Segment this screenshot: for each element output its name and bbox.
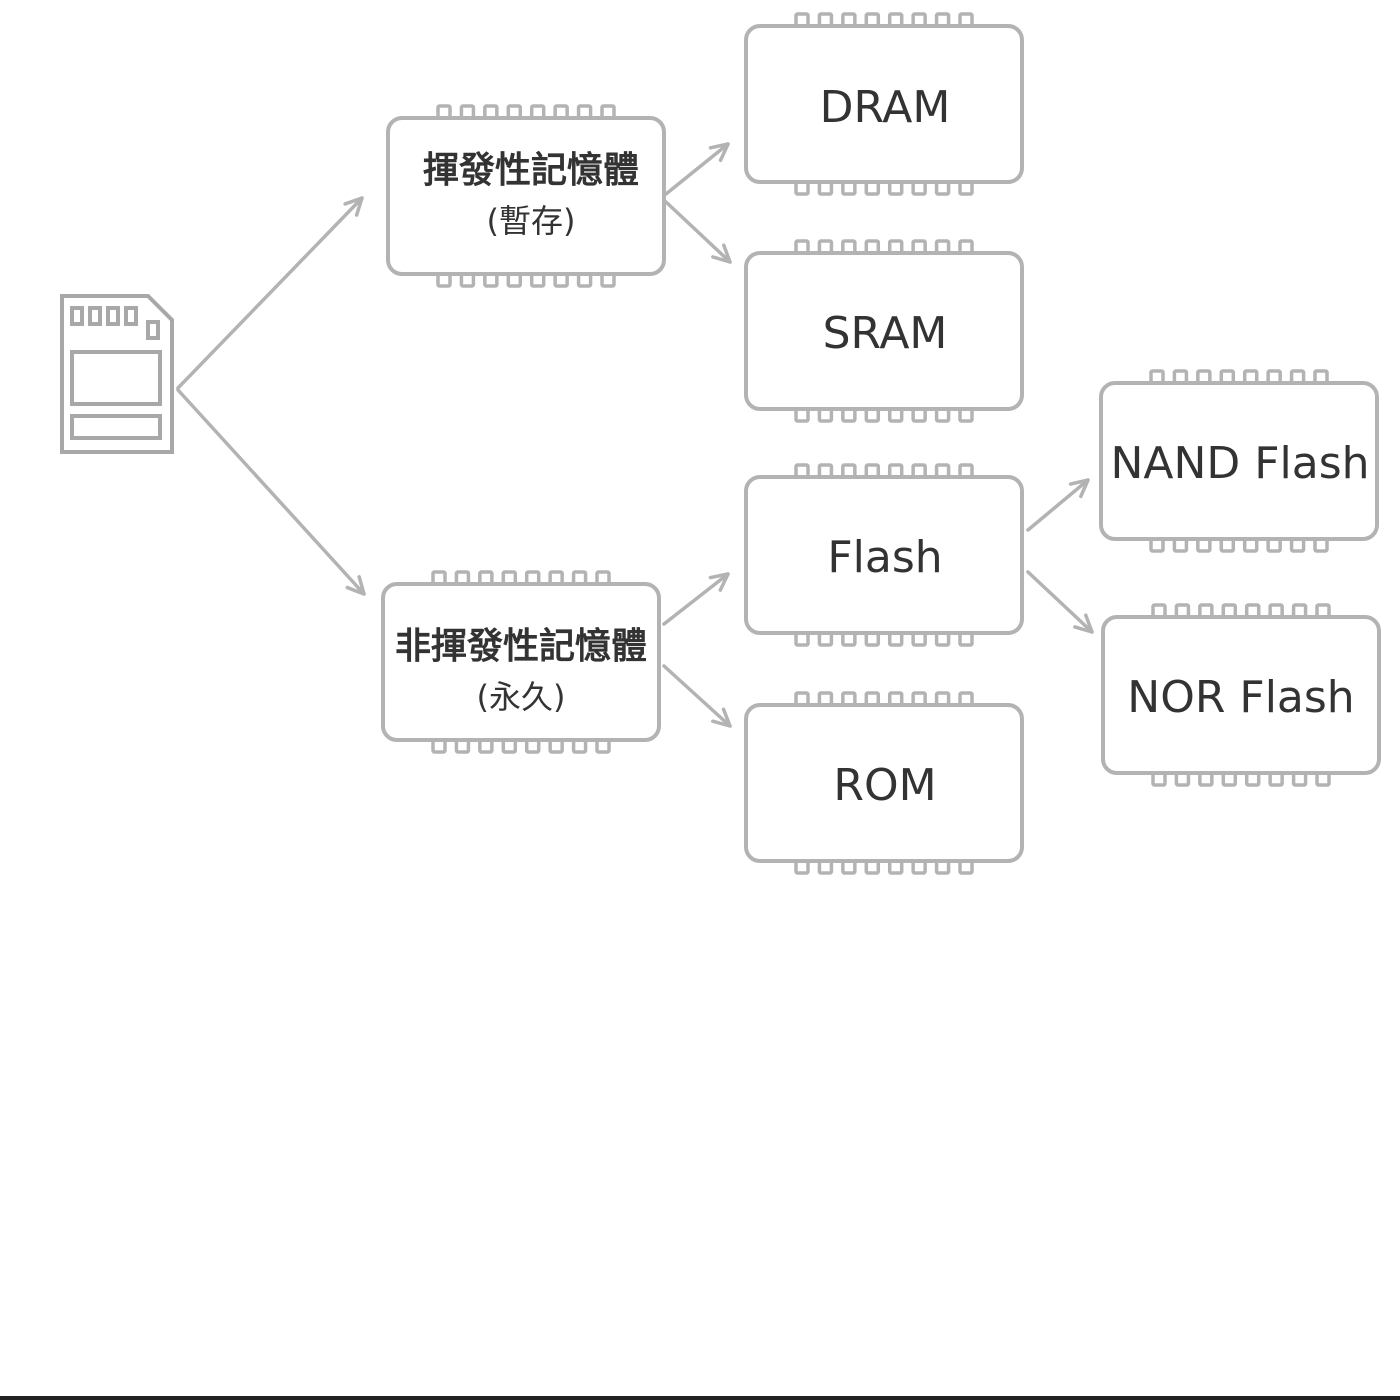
volatile-memory-sublabel: (暫存) (487, 202, 576, 240)
chip-dram: DRAM (744, 12, 1024, 196)
nor-flash-label: NOR Flash (1127, 672, 1354, 723)
edges (176, 142, 1094, 728)
chip-body (1101, 615, 1381, 775)
bottom-border (0, 1396, 1400, 1400)
chip-flash: Flash (744, 463, 1024, 647)
chip-body (386, 116, 666, 276)
edge-nonvolatile-to-flash (662, 572, 730, 626)
nonvolatile-memory-label: 非揮發性記憶體 (395, 626, 647, 667)
nand-flash-label: NAND Flash (1110, 438, 1369, 489)
sram-label: SRAM (823, 308, 948, 359)
edge-root-to-nonvolatile (176, 388, 366, 596)
edge-root-to-volatile (176, 196, 364, 390)
chip-sram: SRAM (744, 239, 1024, 423)
rom-label: ROM (833, 760, 936, 811)
dram-label: DRAM (820, 82, 951, 133)
edge-volatile-to-dram (664, 142, 730, 196)
chip-nor-flash: NOR Flash (1101, 603, 1381, 787)
chip-nand-flash: NAND Flash (1099, 369, 1379, 553)
chip-rom: ROM (744, 691, 1024, 875)
sd-card-icon (60, 294, 174, 454)
nonvolatile-memory-sublabel: (永久) (477, 678, 566, 716)
edge-flash-to-nor (1026, 570, 1094, 634)
chip-body (744, 251, 1024, 411)
chip-body (744, 24, 1024, 184)
chip-body (744, 703, 1024, 863)
chip-body (381, 582, 661, 742)
flash-label: Flash (827, 532, 942, 583)
chip-nonvolatile-memory: 非揮發性記憶體 (永久) (381, 570, 661, 754)
chip-body (1099, 381, 1379, 541)
chip-body (744, 475, 1024, 635)
volatile-memory-label: 揮發性記憶體 (423, 150, 639, 191)
edge-flash-to-nand (1026, 478, 1090, 532)
chip-volatile-memory: 揮發性記憶體 (暫存) (386, 104, 666, 288)
edge-volatile-to-sram (664, 200, 732, 264)
edge-nonvolatile-to-rom (662, 664, 732, 728)
